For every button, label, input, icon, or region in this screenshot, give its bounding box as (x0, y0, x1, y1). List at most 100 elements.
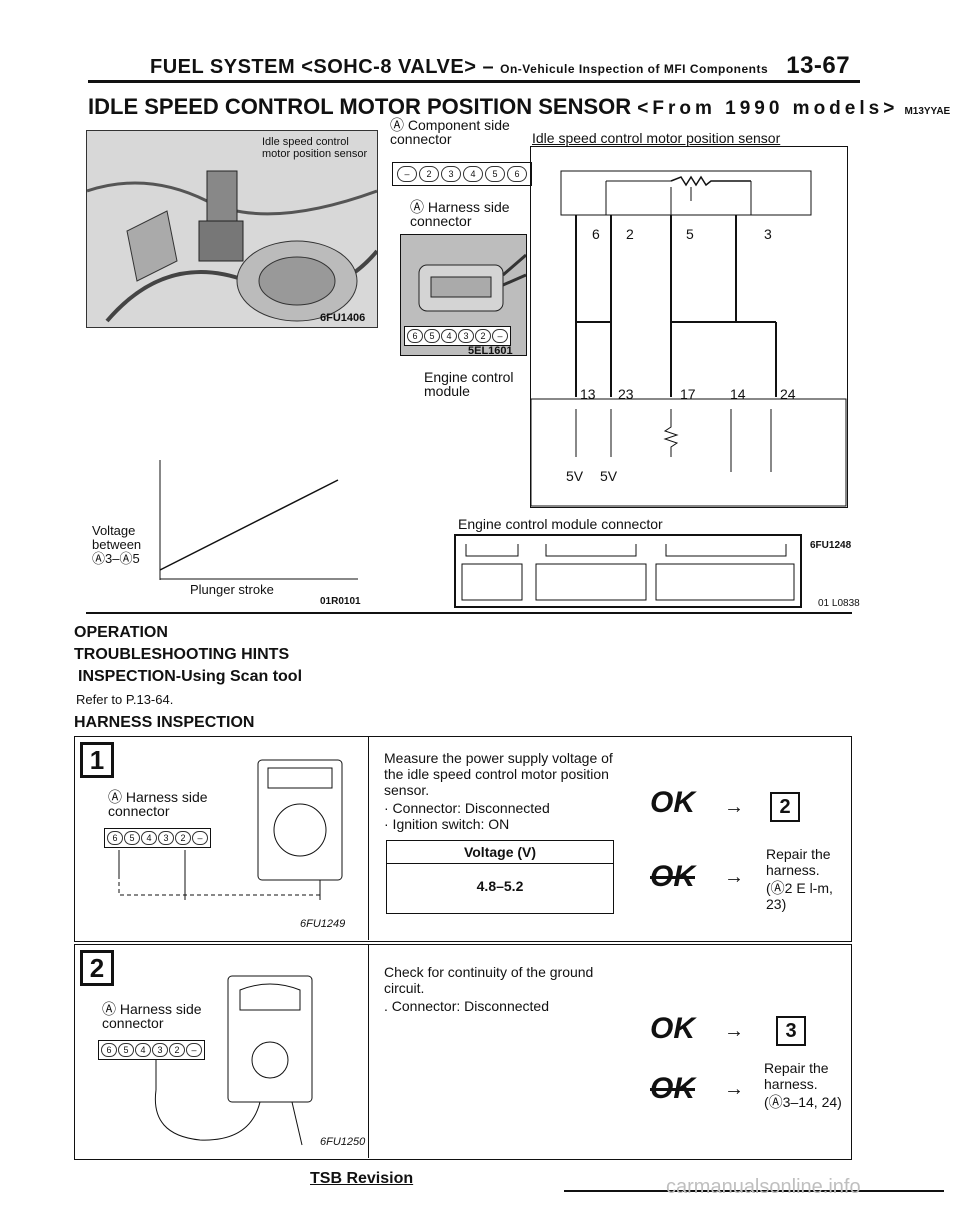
header-rule (88, 80, 860, 83)
page-title: IDLE SPEED CONTROL MOTOR POSITION SENSOR… (88, 94, 950, 120)
figure-rule (86, 612, 852, 614)
pin: 3 (152, 1043, 168, 1057)
title-code: M13YYAE (904, 106, 951, 117)
step2-ng-ref: (Ⓐ3–14, 24) (764, 1094, 842, 1110)
ecm-connector-label: Engine control module connector (458, 516, 663, 532)
pin: 5 (485, 166, 505, 182)
step2-panel (74, 944, 852, 1160)
pin: 6 (507, 166, 527, 182)
header-subsection: On-Vehicule Inspection of MFI Components (500, 62, 769, 76)
photo-label: Idle speed control motor position sensor (262, 136, 368, 160)
step1-number: 1 (80, 742, 114, 778)
step2-ng-action: Repair the harness. (764, 1060, 829, 1092)
step2-text: Check for continuity of the ground circu… (384, 964, 594, 996)
tsb-revision: TSB Revision (310, 1170, 414, 1187)
pin: 5 (118, 1043, 134, 1057)
graph-ylabel: Voltage between Ⓐ3–Ⓐ5 (92, 523, 142, 566)
inspection-heading: INSPECTION-Using Scan tool (78, 668, 303, 685)
ecm-voltage: 5V (600, 468, 618, 484)
ecm-connector-grid (461, 544, 795, 601)
ecm-voltage: 5V (566, 468, 584, 484)
pin: 6 (407, 329, 423, 343)
pin: – (192, 831, 208, 845)
pin: 3 (458, 329, 474, 343)
harness-side-label: Ⓐ Harness side connector (410, 199, 510, 229)
step2-ok-arrow: → (724, 1020, 744, 1042)
engine-illustration (87, 131, 377, 327)
step1-meter-illustration (80, 750, 360, 930)
pin: – (492, 329, 508, 343)
pin: 2 (419, 166, 439, 182)
harness-heading: HARNESS INSPECTION (74, 714, 255, 731)
pin: 5 (124, 831, 140, 845)
step1-panel (74, 736, 852, 942)
pin: – (397, 166, 417, 182)
component-connector: – 2 3 4 5 6 (392, 162, 532, 186)
ecm-label: Engine control module (424, 369, 514, 399)
pin: 2 (169, 1043, 185, 1057)
refer-text: Refer to P.13-64. (76, 692, 174, 707)
page-header: FUEL SYSTEM <SOHC-8 VALVE> – On-Vehicule… (150, 52, 850, 80)
page-number: 13-67 (786, 52, 851, 79)
step1-ng-action: Repair the harness. (766, 846, 831, 878)
harness-connector: 6 5 4 3 2 – (404, 326, 511, 346)
pin: 2 (475, 329, 491, 343)
ecm-connector (454, 534, 802, 608)
header-section: FUEL SYSTEM <SOHC-8 VALVE> – (150, 56, 495, 78)
voltage-graph-plot (159, 460, 358, 580)
ecm-connector-code: 6FU1248 (810, 540, 852, 551)
step2-divider (368, 944, 369, 1158)
voltage-table: Voltage (V) 4.8–5.2 (386, 840, 614, 914)
step2-ng-badge: OK (650, 1072, 695, 1105)
step1-fig-code: 6FU1249 (300, 918, 346, 930)
step1-connector: 6 5 4 3 2 – (104, 828, 211, 848)
sensor-pin: 3 (764, 226, 772, 242)
pin: 4 (463, 166, 483, 182)
photo-code: 6FU1406 (320, 312, 366, 324)
circuit-diagram (530, 146, 848, 508)
ecm-pin: 17 (680, 386, 696, 402)
voltage-table-value: 4.8–5.2 (476, 878, 524, 894)
step1-bullet: · Connector: Disconnected (384, 800, 550, 816)
ecm-pin: 23 (618, 386, 634, 402)
pin: 5 (424, 329, 440, 343)
step2-ok-badge: OK (650, 1012, 695, 1045)
troubleshooting-heading: TROUBLESHOOTING HINTS (74, 646, 290, 663)
step1-ok-arrow: → (724, 796, 744, 818)
circuit-wiring (530, 170, 847, 507)
ohmmeter-icon (154, 975, 313, 1146)
footer-rule (564, 1190, 944, 1192)
step1-text: Measure the power supply voltage of the … (384, 750, 613, 798)
pin: 6 (101, 1043, 117, 1057)
step2-bullet: . Connector: Disconnected (384, 998, 549, 1014)
ecm-pin: 13 (580, 386, 596, 402)
ecm-connector-code2: 01 L0838 (818, 598, 860, 609)
title-range: <From 1990 models> (637, 98, 899, 119)
pin: 6 (107, 831, 123, 845)
pin: 4 (135, 1043, 151, 1057)
multimeter-icon (118, 759, 343, 900)
pin: – (186, 1043, 202, 1057)
step2-number: 2 (80, 950, 114, 986)
watermark: carmanualsonline.info (666, 1176, 861, 1198)
sensor-pin: 6 (592, 226, 600, 242)
step1-ng-arrow: → (724, 866, 744, 888)
ecm-pin: 24 (780, 386, 796, 402)
step1-harness-label: Ⓐ Harness side connector (108, 789, 208, 819)
ecm-pin: 14 (730, 386, 746, 402)
step2-next-step: 3 (776, 1016, 806, 1046)
step1-next-step: 2 (770, 792, 800, 822)
title-main: IDLE SPEED CONTROL MOTOR POSITION SENSOR (88, 94, 632, 119)
sensor-pin: 5 (686, 226, 694, 242)
pin: 4 (141, 831, 157, 845)
step2-harness-label: Ⓐ Harness side connector (102, 1001, 202, 1031)
step1-ng-badge: OK (650, 860, 695, 893)
operation-heading: OPERATION (74, 624, 168, 641)
pin: 3 (441, 166, 461, 182)
component-side-label: Ⓐ Component side connector (390, 117, 510, 147)
step1-ng-ref: (Ⓐ2 E l-m, 23) (766, 880, 833, 912)
sensor-photo (86, 130, 378, 328)
pin: 2 (175, 831, 191, 845)
sensor-pin: 2 (626, 226, 634, 242)
step1-divider (368, 736, 369, 940)
